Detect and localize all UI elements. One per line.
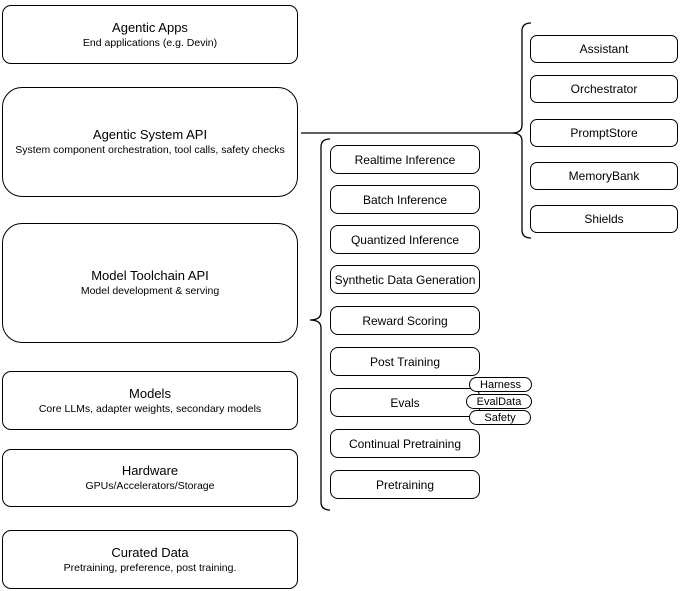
layer-box-hardware: Hardware GPUs/Accelerators/Storage xyxy=(2,449,298,507)
layer-subtitle: Pretraining, preference, post training. xyxy=(63,561,237,574)
brace-system-components xyxy=(511,22,532,239)
eval-tag-evaldata: EvalData xyxy=(466,394,532,409)
service-label: Realtime Inference xyxy=(354,152,456,167)
eval-tag-harness: Harness xyxy=(469,377,532,392)
eval-tag-label: Safety xyxy=(484,411,516,424)
component-label: Shields xyxy=(584,212,624,226)
service-box-evals: Evals xyxy=(330,388,480,417)
service-box-quantized-inference: Quantized Inference xyxy=(330,225,480,254)
component-box-orchestrator: Orchestrator xyxy=(530,75,678,103)
component-box-shields: Shields xyxy=(530,205,678,233)
service-label: Synthetic Data Generation xyxy=(334,272,476,287)
component-label: Orchestrator xyxy=(570,82,638,96)
service-label: Pretraining xyxy=(375,477,435,492)
service-box-continual-pretraining: Continual Pretraining xyxy=(330,429,480,458)
layer-subtitle: System component orchestration, tool cal… xyxy=(15,144,285,156)
component-box-promptstore: PromptStore xyxy=(530,119,678,147)
eval-tag-label: Harness xyxy=(480,378,521,391)
eval-tag-safety: Safety xyxy=(469,410,531,425)
layer-title: Agentic Apps xyxy=(112,19,188,35)
service-box-batch-inference: Batch Inference xyxy=(330,185,480,214)
eval-tag-label: EvalData xyxy=(476,395,522,408)
service-label: Batch Inference xyxy=(362,192,448,207)
layer-title: Agentic System API xyxy=(92,127,208,142)
layer-title: Model Toolchain API xyxy=(91,268,209,283)
service-box-realtime-inference: Realtime Inference xyxy=(330,145,480,174)
layer-subtitle: GPUs/Accelerators/Storage xyxy=(85,480,215,492)
service-label: Quantized Inference xyxy=(350,232,460,247)
component-label: PromptStore xyxy=(570,126,638,140)
service-box-pretraining: Pretraining xyxy=(330,470,480,499)
layer-subtitle: End applications (e.g. Devin) xyxy=(82,36,218,49)
layer-title: Models xyxy=(129,385,171,401)
component-label: Assistant xyxy=(579,42,629,56)
service-label: Post Training xyxy=(369,354,441,369)
service-label: Reward Scoring xyxy=(362,313,448,328)
service-box-post-training: Post Training xyxy=(330,347,480,376)
layer-subtitle: Model development & serving xyxy=(80,285,220,297)
service-label: Continual Pretraining xyxy=(348,436,462,451)
brace-toolchain-services xyxy=(309,138,331,511)
component-box-memorybank: MemoryBank xyxy=(530,162,678,190)
layer-title: Curated Data xyxy=(111,544,189,560)
service-label: Evals xyxy=(390,395,420,410)
service-box-synthetic-data-generation: Synthetic Data Generation xyxy=(330,265,480,294)
layer-box-models: Models Core LLMs, adapter weights, secon… xyxy=(2,371,298,430)
service-box-reward-scoring: Reward Scoring xyxy=(330,306,480,335)
layer-box-agentic-apps: Agentic Apps End applications (e.g. Devi… xyxy=(2,5,298,64)
layer-box-model-toolchain-api: Model Toolchain API Model development & … xyxy=(2,223,298,343)
layer-box-agentic-system-api: Agentic System API System component orch… xyxy=(2,87,298,197)
layer-subtitle: Core LLMs, adapter weights, secondary mo… xyxy=(38,402,262,415)
layer-box-curated-data: Curated Data Pretraining, preference, po… xyxy=(2,530,298,589)
component-box-assistant: Assistant xyxy=(530,35,678,63)
component-label: MemoryBank xyxy=(568,169,640,183)
layer-title: Hardware xyxy=(121,463,179,478)
